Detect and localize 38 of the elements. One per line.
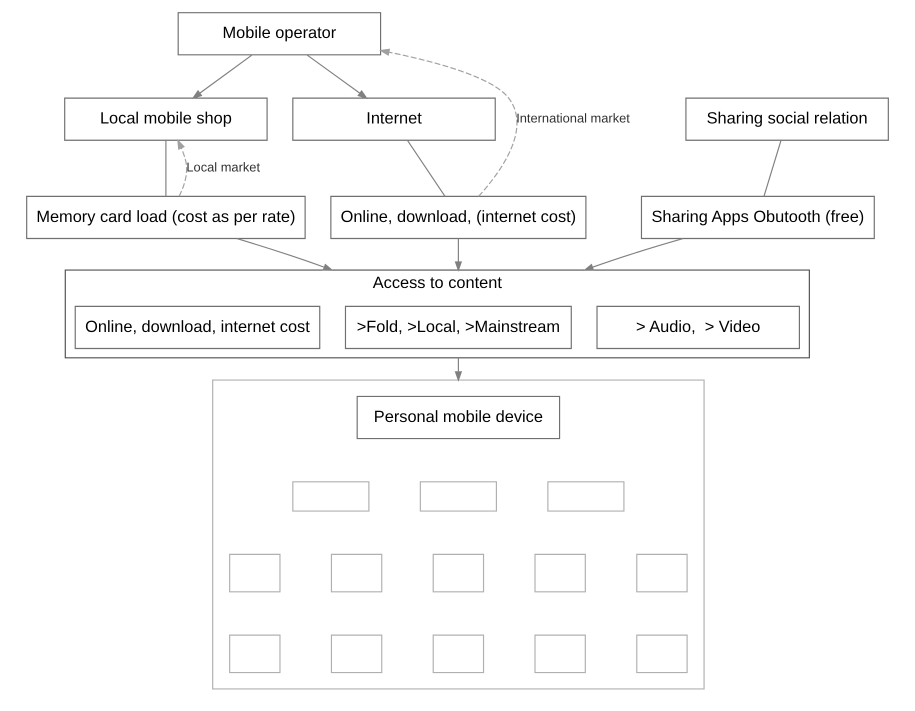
- node-box: [420, 481, 497, 512]
- node-box: Personal mobile device: [356, 396, 560, 440]
- arrow: [583, 238, 684, 271]
- arrow: [454, 358, 462, 382]
- node-box: Mobile operator: [178, 12, 382, 56]
- node-box: Online, download, (internet cost): [330, 196, 586, 240]
- node-box: [432, 554, 484, 592]
- edge-label: Local market: [186, 160, 260, 175]
- node-box: [636, 554, 688, 592]
- node-box: [330, 634, 382, 674]
- node-box: [229, 634, 281, 674]
- node-box: [229, 554, 281, 592]
- node-box: Sharing social relation: [685, 98, 889, 141]
- node-box: >Fold, >Local, >Mainstream: [344, 306, 572, 350]
- node-box: [534, 554, 586, 592]
- edge-label: International market: [516, 110, 630, 126]
- cluster: [212, 379, 705, 690]
- node-box: > Audio, > Video: [596, 306, 800, 350]
- connector: [165, 140, 166, 196]
- node-box: Sharing Apps Obutooth (free): [640, 196, 875, 240]
- arrow: [306, 54, 368, 100]
- node-box: [534, 634, 586, 674]
- arrow: [177, 138, 188, 197]
- connector: [763, 140, 782, 196]
- node-box: [292, 481, 370, 512]
- node-box: Online, download, internet cost: [74, 306, 320, 350]
- node-box: Internet: [292, 98, 496, 141]
- connector: [407, 140, 446, 197]
- arrow: [236, 238, 334, 271]
- arrow: [192, 54, 252, 100]
- arrow: [454, 238, 462, 272]
- node-box: [636, 634, 688, 674]
- arrow: [379, 48, 518, 197]
- node-box: Local mobile shop: [64, 98, 268, 141]
- node-box: [330, 554, 382, 592]
- node-box: [547, 481, 624, 512]
- node-box: [432, 634, 484, 674]
- node-box: Memory card load (cost as per rate): [26, 196, 306, 240]
